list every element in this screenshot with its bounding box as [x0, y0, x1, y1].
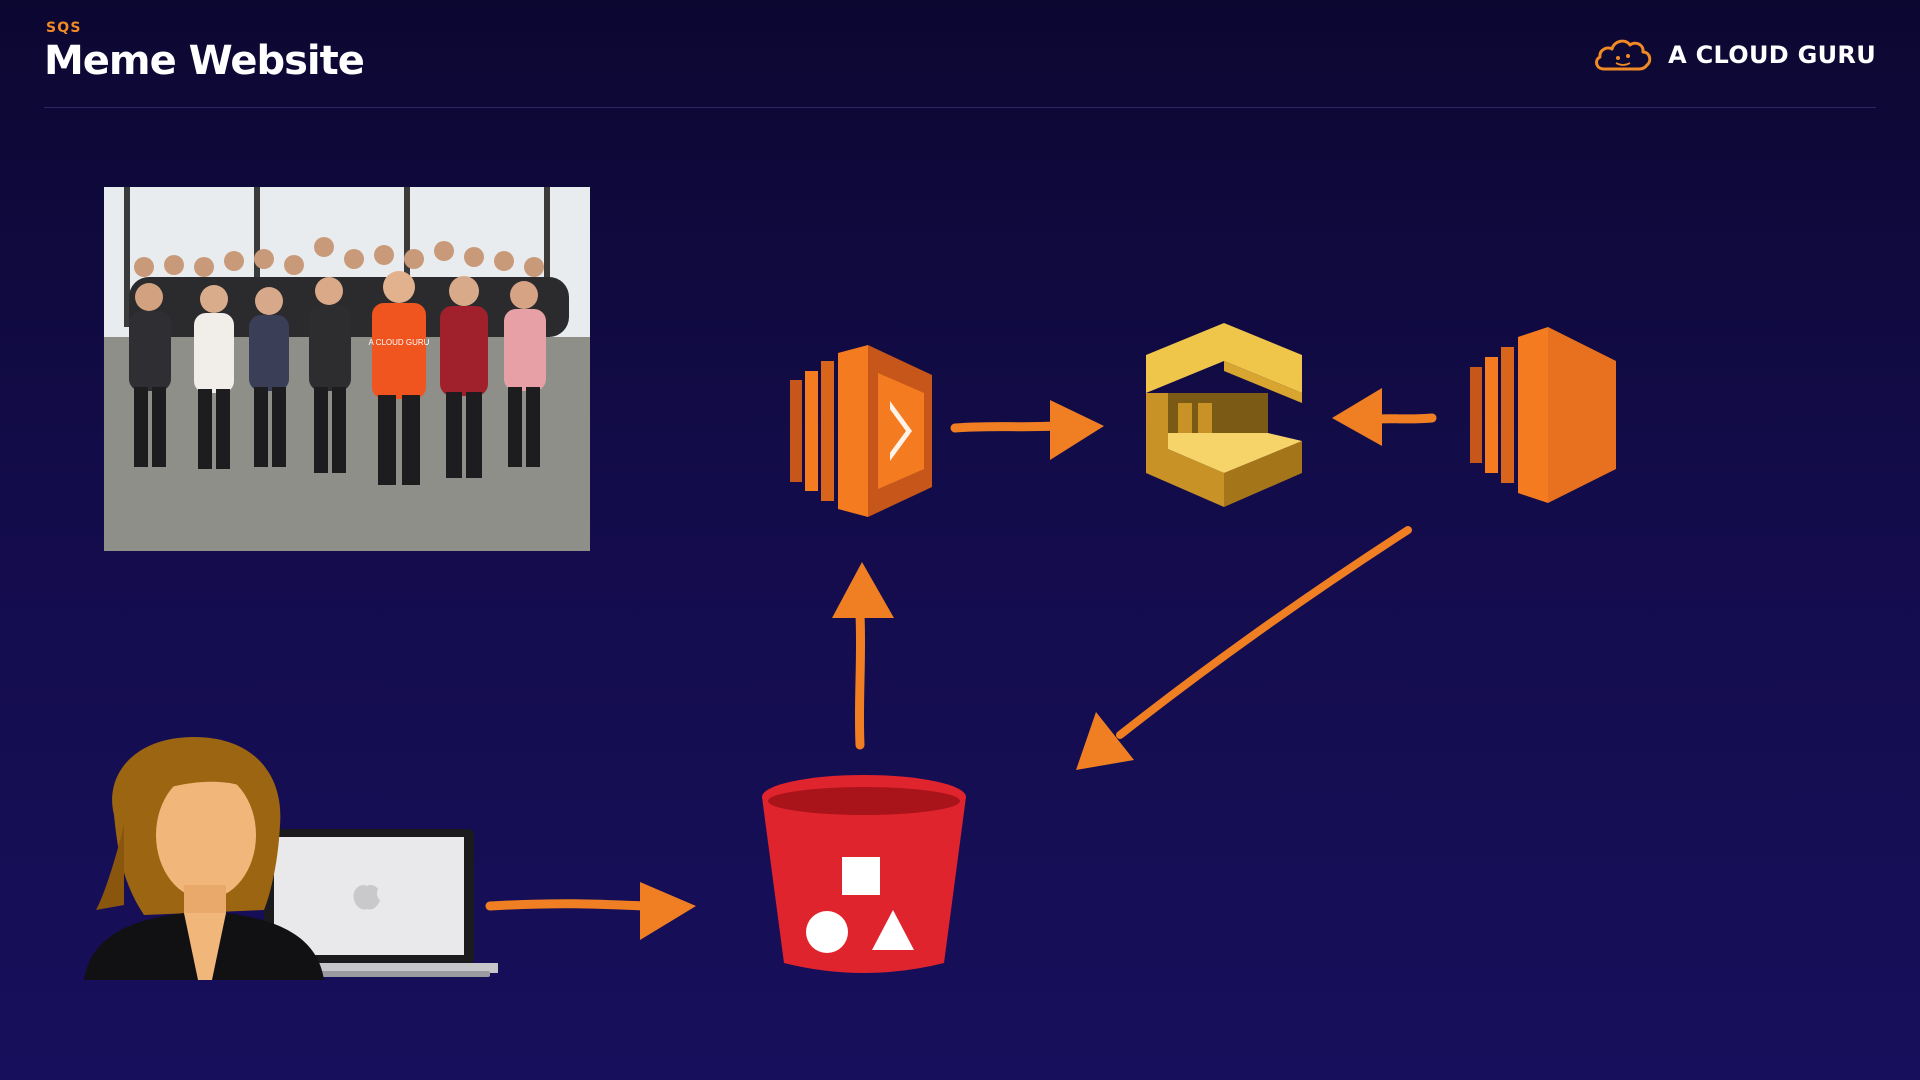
arrow-lambda-to-sqs	[950, 400, 1104, 460]
cloud-icon	[1595, 39, 1652, 71]
person-avatar	[84, 737, 324, 980]
arrow-user-to-s3	[485, 882, 696, 940]
user-with-laptop-icon	[84, 737, 498, 980]
shirt-text: A CLOUD GURU	[369, 338, 430, 347]
team-photo-illustration: A CLOUD GURU	[104, 187, 590, 551]
s3-bucket-icon	[762, 775, 966, 973]
arrow-ec2-to-s3	[1076, 526, 1412, 770]
arrow-ec2-to-sqs	[1332, 388, 1437, 446]
laptop-icon	[254, 829, 498, 977]
team-photo: A CLOUD GURU	[104, 187, 590, 551]
page-title: Meme Website	[44, 38, 365, 84]
sqs-queue-icon	[1146, 323, 1302, 507]
arrow-s3-to-lambda	[832, 562, 894, 750]
brand-name: A CLOUD GURU	[1668, 41, 1876, 69]
slide-header: SQS Meme Website	[44, 20, 365, 84]
lambda-icon	[790, 345, 932, 517]
header-divider	[44, 107, 1876, 108]
brand-logo: A CLOUD GURU	[1592, 36, 1876, 74]
ec2-icon	[1470, 327, 1616, 503]
section-label: SQS	[46, 20, 82, 36]
